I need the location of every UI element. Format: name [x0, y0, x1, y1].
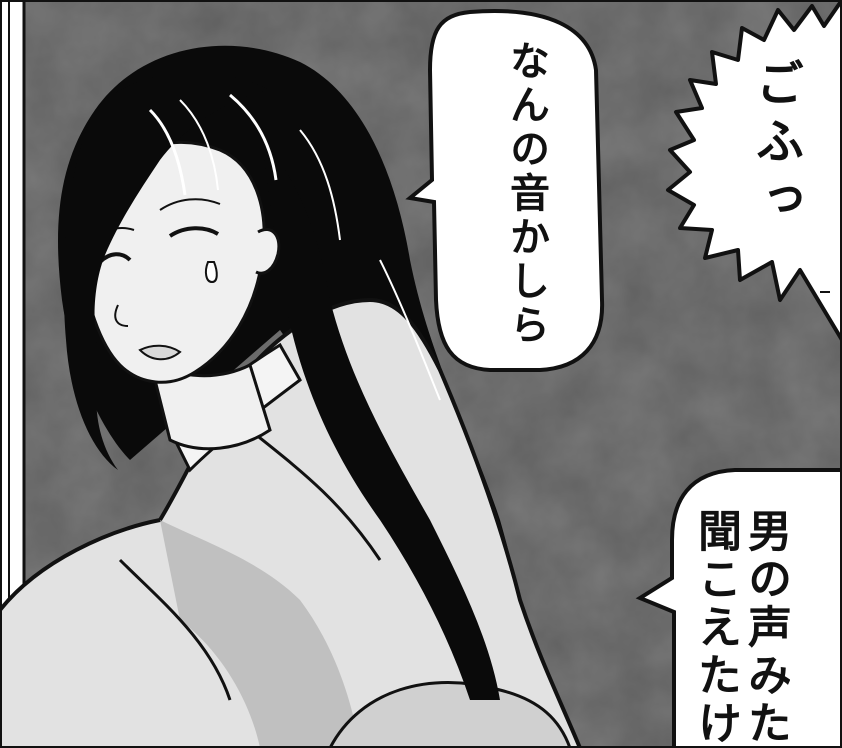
nose	[114, 304, 129, 327]
blouse-shadow	[160, 520, 360, 748]
hair-front	[63, 72, 271, 470]
eyebrow-right	[159, 198, 221, 211]
speech-bubble-3	[635, 468, 842, 748]
mouth	[138, 344, 182, 361]
dialogue-bubble-3-text: 男の声みたい 聞こえたけど	[690, 508, 790, 748]
eye-right	[168, 226, 220, 238]
hair-right-fall	[262, 140, 500, 700]
dialogue-bubble-1-text: なんの音かしら	[503, 40, 549, 348]
sweat-drop-icon	[204, 261, 218, 284]
blouse	[0, 297, 583, 748]
speech-bubble-1	[405, 9, 605, 372]
ear	[255, 228, 281, 275]
dialogue-bubble-2-text: ごふっ	[747, 58, 803, 232]
speech-bubble-2	[666, 0, 842, 342]
